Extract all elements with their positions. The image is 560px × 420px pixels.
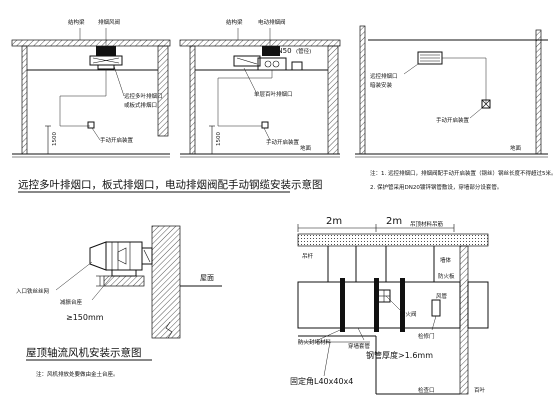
floor-label-2: 地面 [300, 144, 312, 152]
top-caption: 远控多叶排烟口，板式排烟口，电动排烟阀配手动钢缆安装示意图 [18, 178, 323, 191]
structural-beam-label-2: 结构梁 [226, 18, 243, 26]
manual-device-box-2 [261, 121, 269, 129]
dim-right-2m: 2m [386, 216, 402, 227]
flange-2 [374, 278, 379, 332]
inlet-mesh-label: 入口铁丝丝网 [16, 287, 50, 295]
note-1: 注：1. 远控排烟口，排烟阀配手动开启装置（钢丝）钢丝长度不得超过5米。 [370, 169, 557, 177]
remote-outlet-label: 远控排烟口 [370, 72, 398, 80]
right-wall-3 [535, 29, 542, 155]
dim-1500-label: 1500 [52, 132, 58, 146]
manual-device-label-3: 手动开启装置 [436, 116, 470, 124]
fan-blade [117, 247, 127, 265]
smoke-valve-label: 排烟风阀 [98, 18, 120, 26]
panel-duct-wall-penetration: 2m 2m 吊顶材料吊筋 墙体 防火板 防火阀 风管 [290, 216, 489, 395]
vibration-base [111, 269, 137, 277]
ceiling-slab [11, 39, 171, 47]
remote-louver-outlet-label: 远控多叶排烟口 [124, 92, 163, 100]
floor-label-3: 地面 [510, 144, 522, 152]
height-dimension: ≥150mm [66, 313, 104, 322]
electric-valve-label: 电动排烟阀 [258, 18, 286, 26]
fireproof-board-label: 防火板 [438, 272, 455, 280]
panel-remote-outlet: 远控排烟口 暗装安装 手动开启装置 地面 [355, 25, 548, 158]
ceiling-slab-2 [179, 39, 341, 47]
left-wall-2 [189, 45, 196, 155]
concealed-label: 暗装安装 [370, 81, 393, 89]
note-2: 2. 保护管采用DN20镀锌钢管敷设，穿墙部分设套管。 [370, 183, 502, 191]
fan-body [105, 241, 143, 271]
sleeve-label: 穿墙套管 [348, 342, 371, 350]
pipe-spec-label: DN50 [272, 47, 292, 55]
pipe-note-label: (管径) [296, 47, 311, 55]
panel-remote-louver-outlet: 1500 结构梁 排烟风阀 远控多叶排烟口 或板式排烟口 手动开启装置 [11, 18, 171, 158]
inlet-hood [89, 241, 107, 271]
flange-3 [400, 278, 405, 332]
left-wall-3 [359, 25, 366, 155]
parapet-wall [151, 225, 181, 339]
manual-device-label-2: 手动开启装置 [266, 138, 300, 146]
beam-drop [157, 45, 169, 137]
structural-beam-label: 结构梁 [68, 18, 85, 26]
manual-device-box [87, 121, 95, 129]
concrete-plinth [103, 275, 145, 287]
concrete-slab [297, 233, 489, 247]
dim-left-2m: 2m [326, 216, 342, 227]
hanger-rod-label: 吊杆 [302, 252, 314, 260]
fire-wall [459, 245, 469, 395]
fire-damper-label: 防火阀 [400, 310, 417, 318]
right-wall-2 [327, 45, 339, 155]
manual-device-box-3 [481, 99, 491, 109]
access-door [431, 299, 441, 317]
bottom-caption: 屋顶轴流风机安装示意图 [26, 346, 142, 359]
duct-label: 风管 [436, 292, 448, 300]
bottom-note: 注：风机排放处要做由金土台座。 [36, 370, 119, 378]
single-louver-label: 单层百叶排烟口 [254, 90, 293, 98]
grille-label: 百叶 [474, 386, 486, 394]
motor-box [233, 55, 261, 67]
access-door-label: 检修门 [418, 332, 435, 340]
thickness-label: 钢管厚度>1.6mm [366, 350, 433, 360]
fire-sealing-label: 防火封堵材料 [298, 338, 332, 346]
left-wall [21, 45, 28, 155]
panel-roof-fan: 入口铁丝丝网 减振台座 ≥150mm 屋面 [16, 225, 222, 339]
wall-label: 墙体 [440, 256, 452, 264]
inspection-label: 检查口 [418, 386, 435, 394]
plate-outlet-label: 或板式排烟口 [124, 101, 157, 109]
vibration-isolator-label: 减振台座 [60, 298, 83, 306]
panel-electric-valve: 1500 结构梁 电动排烟阀 DN50 (管径) 单层百叶排烟口 手动开启装置 … [179, 18, 341, 158]
fire-ceiling-label: 吊顶材料吊筋 [410, 220, 444, 228]
dim-1500-label-2: 1500 [216, 132, 222, 146]
manual-device-label-1: 手动开启装置 [100, 136, 134, 144]
angle-steel-label: 固定角L40x40x4 [290, 376, 353, 386]
outlet-frame-2 [257, 57, 287, 71]
smoke-valve-body [96, 46, 116, 56]
electric-valve-body [262, 46, 280, 56]
flange-1 [340, 278, 345, 332]
roof-label: 屋面 [200, 274, 214, 282]
